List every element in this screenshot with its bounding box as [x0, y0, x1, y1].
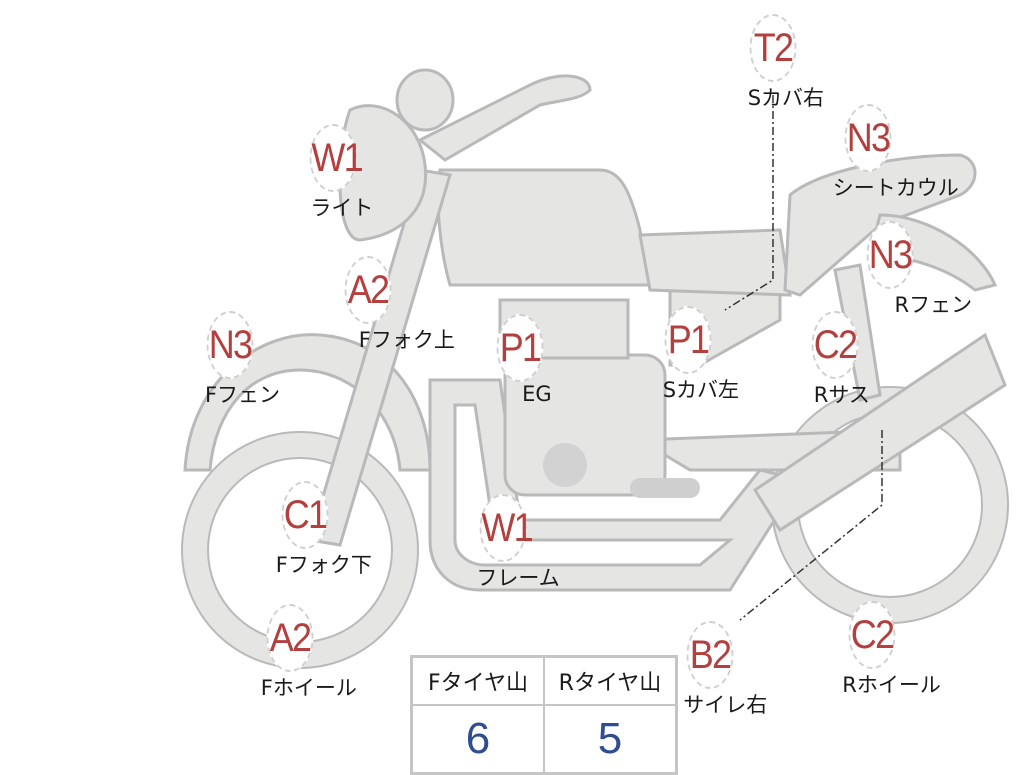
front-tread-value: 6 — [410, 704, 545, 775]
damage-code: T2 — [749, 14, 797, 82]
part-label: Sカバ右 — [747, 86, 825, 110]
damage-code: C2 — [811, 311, 859, 379]
part-label: Rホイール — [842, 673, 941, 697]
damage-code: A2 — [266, 604, 314, 672]
part-label: Rサス — [813, 383, 870, 407]
damage-code: C1 — [281, 481, 329, 549]
part-label: Fフォク上 — [358, 328, 455, 352]
front-tread-header: Fタイヤ山 — [410, 655, 545, 706]
handlebar — [417, 74, 592, 162]
damage-code: N3 — [844, 104, 892, 172]
part-label: フレーム — [476, 566, 560, 590]
muffler — [752, 332, 1007, 533]
damage-code: P1 — [496, 314, 544, 382]
part-label: EG — [522, 382, 552, 406]
rear-tread-header: Rタイヤ山 — [543, 655, 678, 706]
part-label: Rフェン — [894, 293, 973, 317]
part-label: シートカウル — [832, 176, 959, 200]
damage-code: W1 — [479, 494, 534, 562]
damage-code: W1 — [309, 124, 364, 192]
part-label: Fフェン — [204, 383, 281, 407]
damage-code: A2 — [344, 256, 392, 324]
seat — [638, 228, 792, 297]
damage-code: C2 — [848, 601, 896, 669]
tire-tread-table: Fタイヤ山 Rタイヤ山 6 5 — [410, 655, 678, 775]
part-label: Sカバ左 — [662, 378, 740, 402]
damage-code: P1 — [664, 306, 712, 374]
front-fork — [308, 168, 452, 547]
rear-tread-value: 5 — [543, 704, 678, 775]
damage-code: N3 — [206, 311, 254, 379]
part-label: Fホイール — [260, 676, 357, 700]
damage-code: N3 — [866, 221, 914, 289]
damage-code: B2 — [686, 621, 734, 689]
fuel-tank — [436, 168, 652, 287]
part-label: ライト — [310, 196, 374, 220]
part-label: Fフォク下 — [275, 553, 372, 577]
part-label: サイレ右 — [683, 693, 768, 717]
